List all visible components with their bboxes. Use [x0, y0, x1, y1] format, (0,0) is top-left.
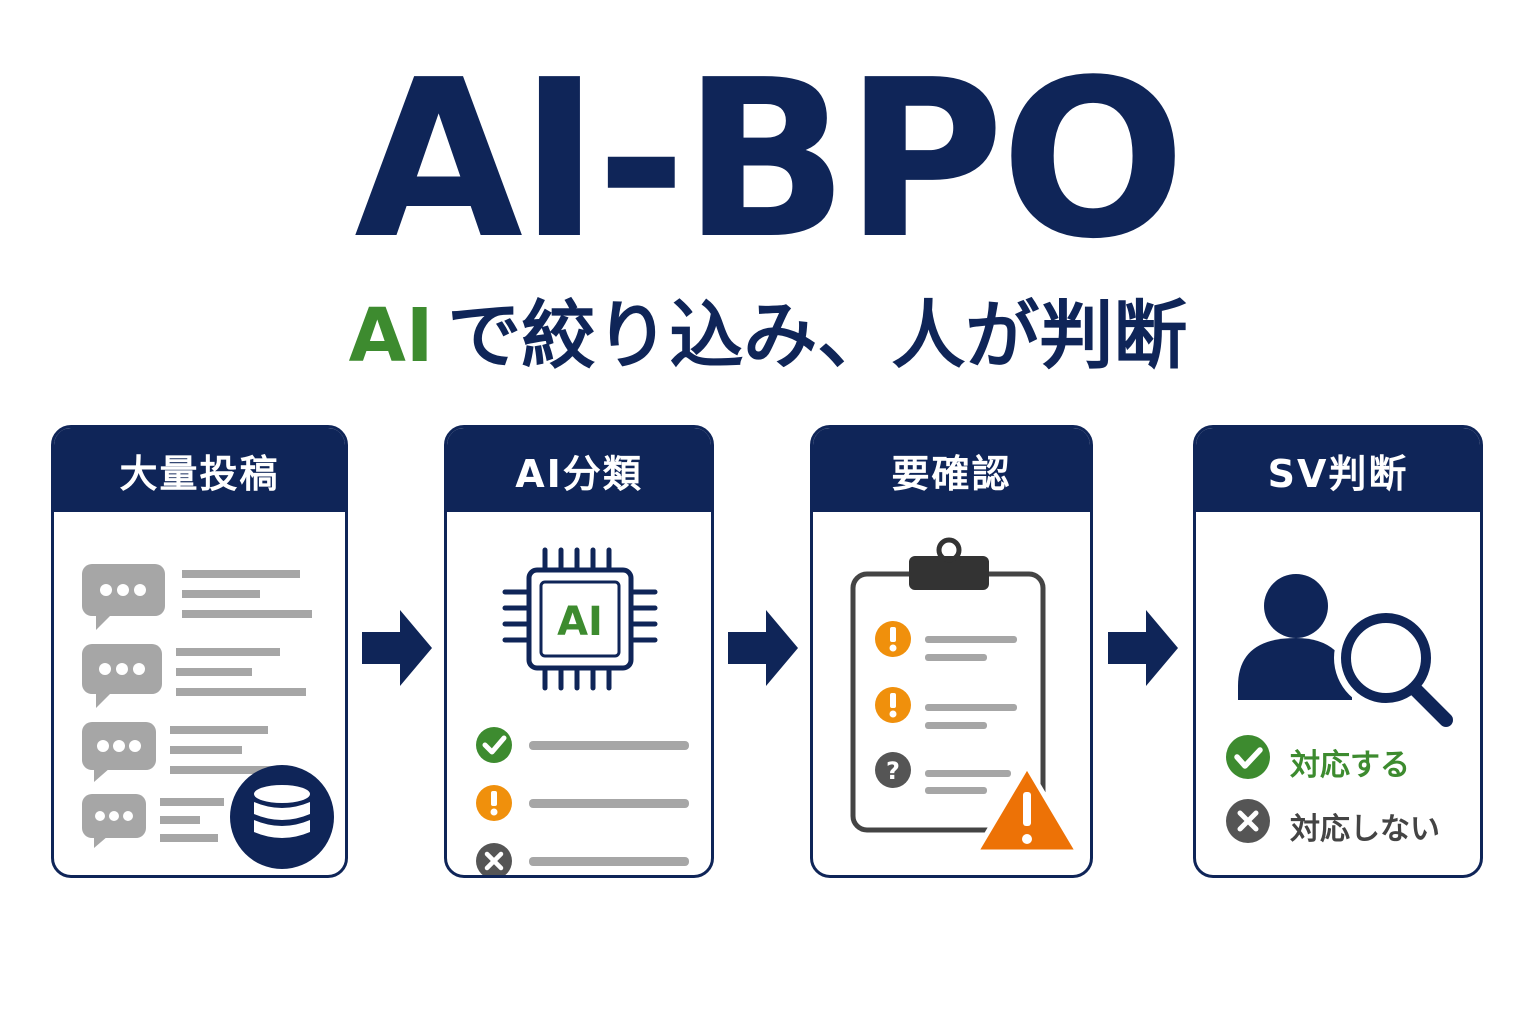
ai-chip-icon	[502, 547, 658, 691]
cross-icon	[476, 843, 512, 875]
exclamation-icon	[476, 785, 512, 821]
step-card-needs-review: 要確認 ?	[810, 425, 1093, 878]
arrow-right-icon	[1108, 610, 1178, 686]
sv-decision-illustration	[1226, 574, 1453, 843]
chip-label: AI	[557, 599, 603, 645]
speech-bubble-icon	[82, 722, 156, 782]
step-card-mass-posts: 大量投稿	[51, 425, 348, 878]
step-title: 要確認	[813, 428, 1090, 512]
main-title: AI-BPO	[354, 34, 1186, 287]
check-icon	[476, 727, 512, 763]
exclamation-icon	[875, 621, 911, 657]
arrow-right-icon	[362, 610, 432, 686]
step-title: SV判断	[1196, 428, 1480, 512]
needs-review-illustration: ?	[850, 537, 1081, 855]
speech-bubble-icon	[82, 644, 162, 708]
cross-icon	[1226, 799, 1270, 843]
subtitle-ai: AI	[348, 293, 434, 379]
exclamation-icon	[875, 687, 911, 723]
subtitle-rest: で絞り込み、人が判断	[447, 293, 1188, 379]
step-title: AI分類	[447, 428, 711, 512]
database-icon	[230, 765, 334, 869]
option-no-respond: 対応しない	[1290, 812, 1440, 847]
svg-text:?: ?	[886, 757, 900, 785]
step-card-sv-decision: SV判断 対応する 対応しない	[1193, 425, 1483, 878]
arrow-right-icon	[728, 610, 798, 686]
question-icon: ?	[875, 752, 911, 788]
option-respond: 対応する	[1290, 748, 1410, 783]
ai-classification-illustration: AI	[476, 547, 689, 875]
warning-triangle-icon	[973, 763, 1081, 855]
step-card-ai-classification: AI分類 AI	[444, 425, 714, 878]
speech-bubble-icon	[82, 564, 165, 630]
speech-bubble-icon	[82, 794, 146, 848]
person-search-icon	[1238, 574, 1453, 727]
step-title: 大量投稿	[54, 428, 345, 512]
mass-posts-illustration	[82, 564, 334, 869]
check-icon	[1226, 735, 1270, 779]
